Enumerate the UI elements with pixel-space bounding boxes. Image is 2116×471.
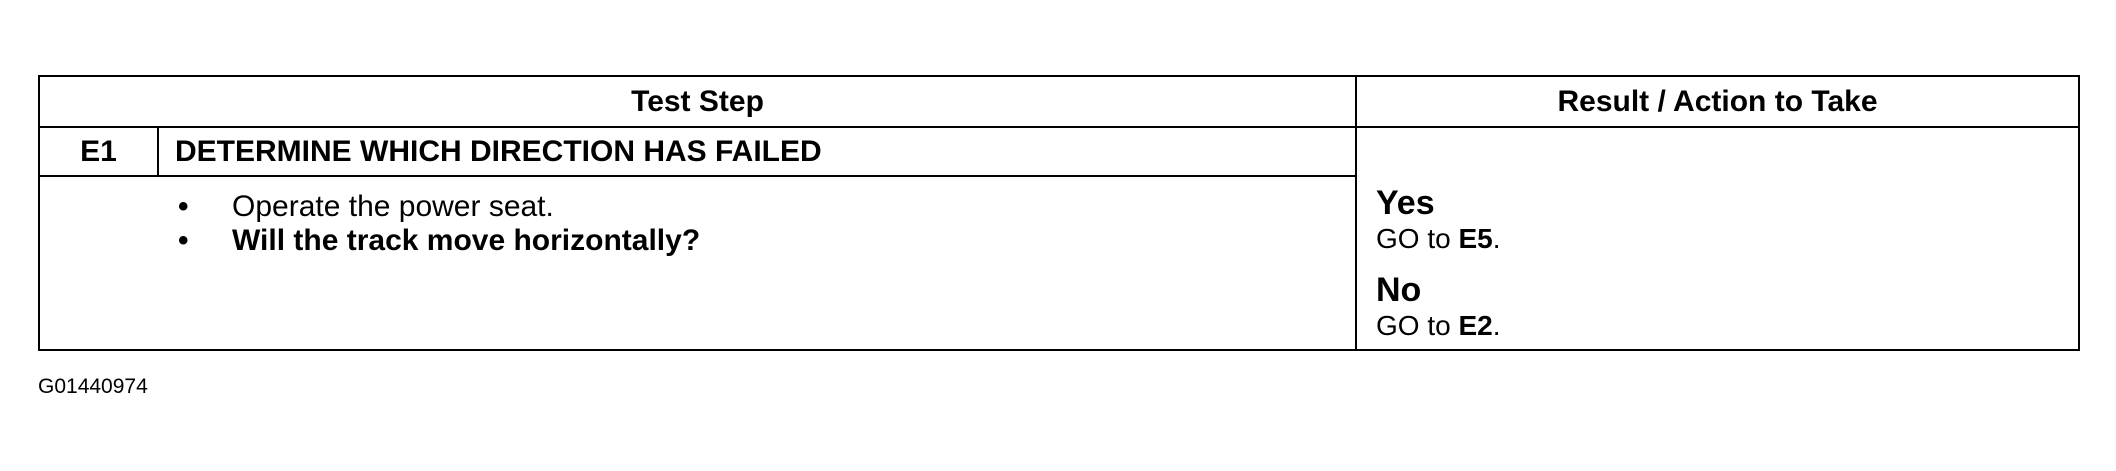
- step-title: DETERMINE WHICH DIRECTION HAS FAILED: [175, 135, 822, 168]
- figure-id: G01440974: [38, 375, 148, 398]
- action-target-step: E5: [1458, 223, 1493, 254]
- column-divider: [1355, 77, 1357, 349]
- result-yes: Yes GO to E5.: [1376, 185, 1501, 257]
- action-prefix: GO to: [1376, 310, 1459, 341]
- bullet-icon: •: [178, 190, 189, 223]
- diagnostic-table: Test Step Result / Action to Take E1 DET…: [38, 75, 2080, 351]
- result-answer: No: [1376, 271, 1422, 309]
- instruction-item: • Will the track move horizontally?: [178, 224, 700, 258]
- result-no: No GO to E2.: [1376, 272, 1501, 344]
- instruction-item: • Operate the power seat.: [178, 190, 700, 224]
- step-id-divider: [157, 126, 159, 177]
- action-suffix: .: [1492, 310, 1501, 341]
- instruction-text: Operate the power seat.: [232, 190, 554, 223]
- header-divider: [40, 126, 2078, 128]
- step-instructions: • Operate the power seat. • Will the tra…: [178, 190, 700, 258]
- bullet-icon: •: [178, 224, 189, 257]
- header-test-step: Test Step: [631, 85, 764, 118]
- step-title-divider: [40, 175, 1355, 177]
- instruction-question: Will the track move horizontally?: [232, 224, 701, 257]
- action-suffix: .: [1492, 223, 1501, 254]
- step-id: E1: [80, 135, 117, 168]
- action-target-step: E2: [1458, 310, 1493, 341]
- result-action: GO to E2.: [1376, 308, 1501, 344]
- action-prefix: GO to: [1376, 223, 1459, 254]
- header-result-action: Result / Action to Take: [1557, 85, 1878, 118]
- result-answer: Yes: [1376, 184, 1435, 222]
- result-action: GO to E5.: [1376, 221, 1501, 257]
